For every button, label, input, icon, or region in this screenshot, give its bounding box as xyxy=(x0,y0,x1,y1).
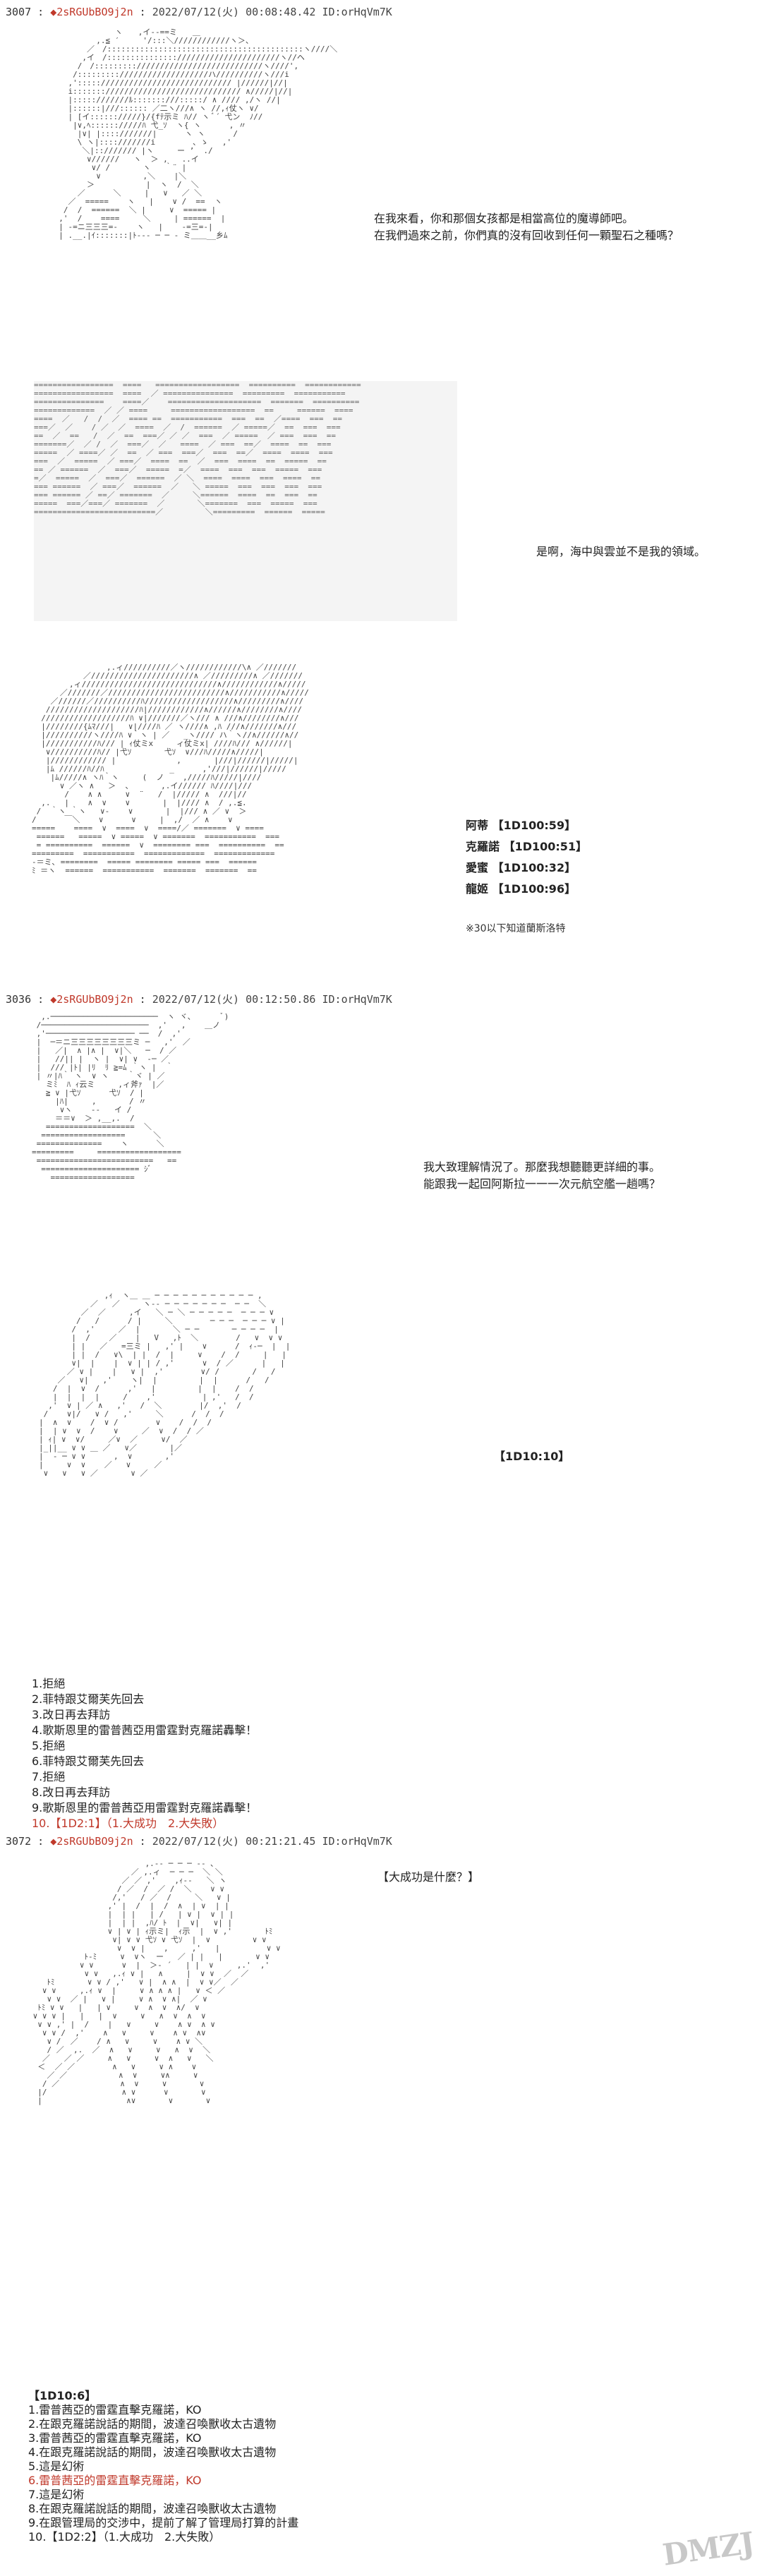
background-panel xyxy=(34,381,457,621)
ascii-art-scene: ================= ==== =================… xyxy=(34,381,361,517)
roll-label: 愛蜜 xyxy=(466,861,489,874)
speech-line-2: 在我們過來之前，你們真的沒有回收到任何一顆聖石之種嗎？ xyxy=(374,229,679,242)
ascii-art-figure-2: ,.‐‐ ─ ─ ─ ‐- ､ ／ ,.ィ ─ ─ ─ ＼ ＼ ／ ／ ,' ,… xyxy=(32,1860,281,2105)
roll-row: 龍姬 【1D100:96】 xyxy=(466,882,576,896)
post-number: 3036 xyxy=(6,993,32,1006)
roll-value: 1D100:96 xyxy=(503,882,565,896)
option-item: 6.雷普茜亞的雷霆直擊克羅諾，KO xyxy=(28,2474,202,2487)
option-item: 5.拒絕 xyxy=(32,1739,66,1752)
option-item: 10.【1D2:2】（1.大成功 2.大失敗） xyxy=(28,2530,221,2544)
option-item: 5.這是幻術 xyxy=(28,2460,85,2473)
option-item: 10.【1D2:1】（1.大成功 2.大失敗） xyxy=(32,1817,224,1830)
roll-value: 1D100:51 xyxy=(514,840,576,853)
ascii-art-figure: ,ｨ ヽ＿ ＿ ─ ─ ─ ─ ─ ─ ─ ─ ─ ─ ─ , ／ ／ ヽ‐‐ … xyxy=(39,1292,291,1478)
post-meta: 2022/07/12(火) 00:08:48.42 ID:orHqVm7K xyxy=(152,6,392,18)
option-item: 3.雷普茜亞的雷霆直擊克羅諾，KO xyxy=(28,2431,202,2445)
post-meta: 2022/07/12(火) 00:21:21.45 ID:orHqVm7K xyxy=(152,1835,392,1848)
roll-label: 龍姬 xyxy=(466,882,489,896)
option-item: 2.菲特跟艾爾芙先回去 xyxy=(32,1692,145,1706)
roll-list: 阿蒂 【1D100:59】 克羅諾 【1D100:51】 愛蜜 【1D100:3… xyxy=(466,815,587,900)
roll-label: 克羅諾 xyxy=(466,840,500,853)
option-item: 7.這是幻術 xyxy=(28,2488,85,2501)
post-meta: 2022/07/12(火) 00:12:50.86 ID:orHqVm7K xyxy=(152,993,392,1006)
option-item: 4.在跟克羅諾說話的期間，波達召喚獸收太古遺物 xyxy=(28,2445,277,2459)
dice-result: 【1D10:10】 xyxy=(494,1450,570,1463)
option-item: 4.歌斯恩里的雷普茜亞用雷霆對克羅諾轟擊！ xyxy=(32,1723,258,1737)
roll-label: 阿蒂 xyxy=(466,819,489,832)
option-item: 1.雷普茜亞的雷霆直擊克羅諾，KO xyxy=(28,2403,202,2416)
poster-name[interactable]: ◆2sRGUbBO9j2n xyxy=(50,993,133,1006)
roll-row: 愛蜜 【1D100:32】 xyxy=(466,861,576,874)
option-item: 7.拒絕 xyxy=(32,1770,66,1783)
roll-row: 克羅諾 【1D100:51】 xyxy=(466,840,588,853)
roll-row: 阿蒂 【1D100:59】 xyxy=(466,819,576,832)
poster-name[interactable]: ◆2sRGUbBO9j2n xyxy=(50,6,133,18)
post-header: 3007 : ◆2sRGUbBO9j2n : 2022/07/12(火) 00:… xyxy=(6,6,392,18)
option-item: 8.改日再去拜訪 xyxy=(32,1786,111,1799)
ascii-art-character: ヽ ,イ‐‐==ミ ＿ ,.≦ ′ '/:::＼////////////ヽ＞、 … xyxy=(59,28,338,240)
poster-name[interactable]: ◆2sRGUbBO9j2n xyxy=(50,1835,133,1848)
site-watermark-logo: DMZJ xyxy=(660,2525,756,2572)
speech-line-1: 在我來看，你和那個女孩都是相當高位的魔導師吧。 xyxy=(374,212,634,225)
option-item: 1.拒絕 xyxy=(32,1677,66,1690)
dice-result: 【1D10:6】 xyxy=(28,2389,97,2402)
option-list: 【1D10:6】 1.雷普茜亞的雷霆直擊克羅諾，KO 2.在跟克羅諾說話的期間，… xyxy=(28,2389,298,2544)
speech-line: 在我來看，你和那個女孩都是相當高位的魔導師吧。 在我們過來之前，你們真的沒有回收… xyxy=(374,210,679,244)
roll-note: ※30以下知道蘭斯洛特 xyxy=(466,923,566,934)
ascii-art-character-3: ,.─────────────────────── ヽ ヾ、 ﾞ) /─────… xyxy=(32,1013,229,1182)
option-item: 3.改日再去拜訪 xyxy=(32,1708,111,1721)
speech-line-1: 我大致理解情況了。那麼我想聽聽更詳細的事。 xyxy=(423,1160,661,1174)
post-number: 3007 xyxy=(6,6,32,18)
speech-line-2: 能跟我一起回阿斯拉一一一次元航空艦一趟嗎？ xyxy=(423,1177,661,1191)
post-number: 3072 xyxy=(6,1835,32,1848)
ascii-art-character-2: ,.ィ//////////／ヽ////////////\∧ ／/////// ／… xyxy=(32,663,309,875)
roll-value: 1D100:59 xyxy=(503,819,565,832)
post-header: 3036 : ◆2sRGUbBO9j2n : 2022/07/12(火) 00:… xyxy=(6,993,392,1006)
speech-line: 【大成功是什麼？】 xyxy=(377,1870,480,1884)
option-item: 9.在跟管理局的交涉中，提前了解了管理局打算的計畫 xyxy=(28,2516,299,2529)
roll-value: 1D100:32 xyxy=(503,861,565,874)
speech-line-3: 是啊，海中與雲並不是我的領域。 xyxy=(536,545,706,558)
speech-line: 我大致理解情況了。那麼我想聽聽更詳細的事。 能跟我一起回阿斯拉一一一次元航空艦一… xyxy=(423,1159,660,1193)
option-list: 1.拒絕 2.菲特跟艾爾芙先回去 3.改日再去拜訪 4.歌斯恩里的雷普茜亞用雷霆… xyxy=(32,1676,257,1831)
option-item: 2.在跟克羅諾說話的期間，波達召喚獸收太古遺物 xyxy=(28,2417,277,2431)
option-item: 9.歌斯恩里的雷普茜亞用雷霆對克羅諾轟擊！ xyxy=(32,1801,258,1814)
speech-line: 是啊，海中與雲並不是我的領域。 xyxy=(536,543,706,560)
post-header: 3072 : ◆2sRGUbBO9j2n : 2022/07/12(火) 00:… xyxy=(6,1835,392,1848)
option-item: 6.菲特跟艾爾芙先回去 xyxy=(32,1755,145,1768)
option-item: 8.在跟克羅諾說話的期間，波達召喚獸收太古遺物 xyxy=(28,2502,277,2515)
